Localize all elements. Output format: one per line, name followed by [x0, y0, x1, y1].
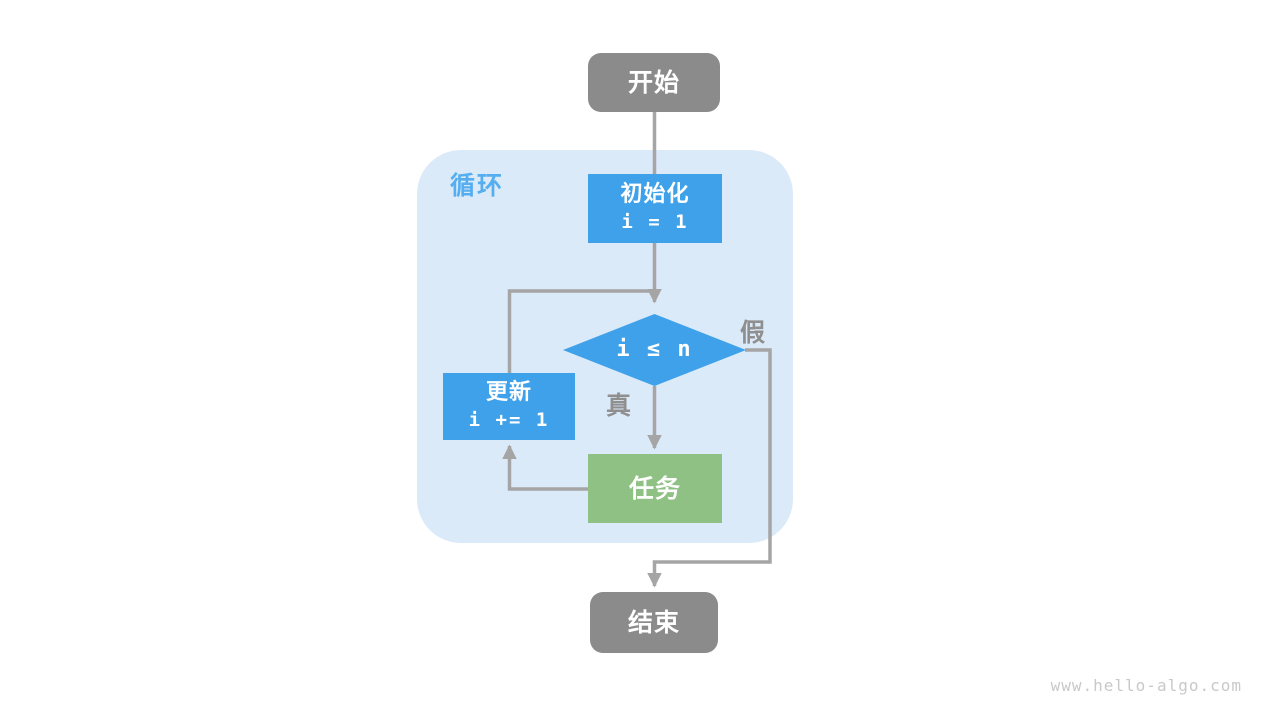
- node-start-label: 开始: [627, 67, 680, 97]
- edge-condition-false-to-end: [647, 348, 772, 588]
- node-condition-label: i ≤ n: [616, 336, 693, 362]
- node-update: 更新 i += 1: [443, 373, 575, 440]
- node-task: 任务: [588, 454, 722, 523]
- node-task-label: 任务: [628, 473, 681, 503]
- node-end: 结束: [590, 592, 718, 653]
- edge-update-to-merge: [507, 289, 656, 373]
- node-init-label: 初始化: [620, 182, 690, 208]
- watermark: www.hello-algo.com: [1050, 676, 1242, 695]
- node-update-label: 更新: [485, 380, 532, 406]
- node-start: 开始: [588, 53, 720, 112]
- loop-subgraph-label: 循环: [450, 171, 505, 200]
- node-init: 初始化 i = 1: [588, 174, 722, 243]
- branch-label-false: 假: [740, 318, 766, 347]
- node-update-code: i += 1: [468, 408, 550, 431]
- branch-label-true: 真: [606, 391, 632, 420]
- edge-task-to-update: [502, 444, 589, 491]
- node-end-label: 结束: [627, 607, 680, 637]
- node-init-code: i = 1: [621, 210, 689, 233]
